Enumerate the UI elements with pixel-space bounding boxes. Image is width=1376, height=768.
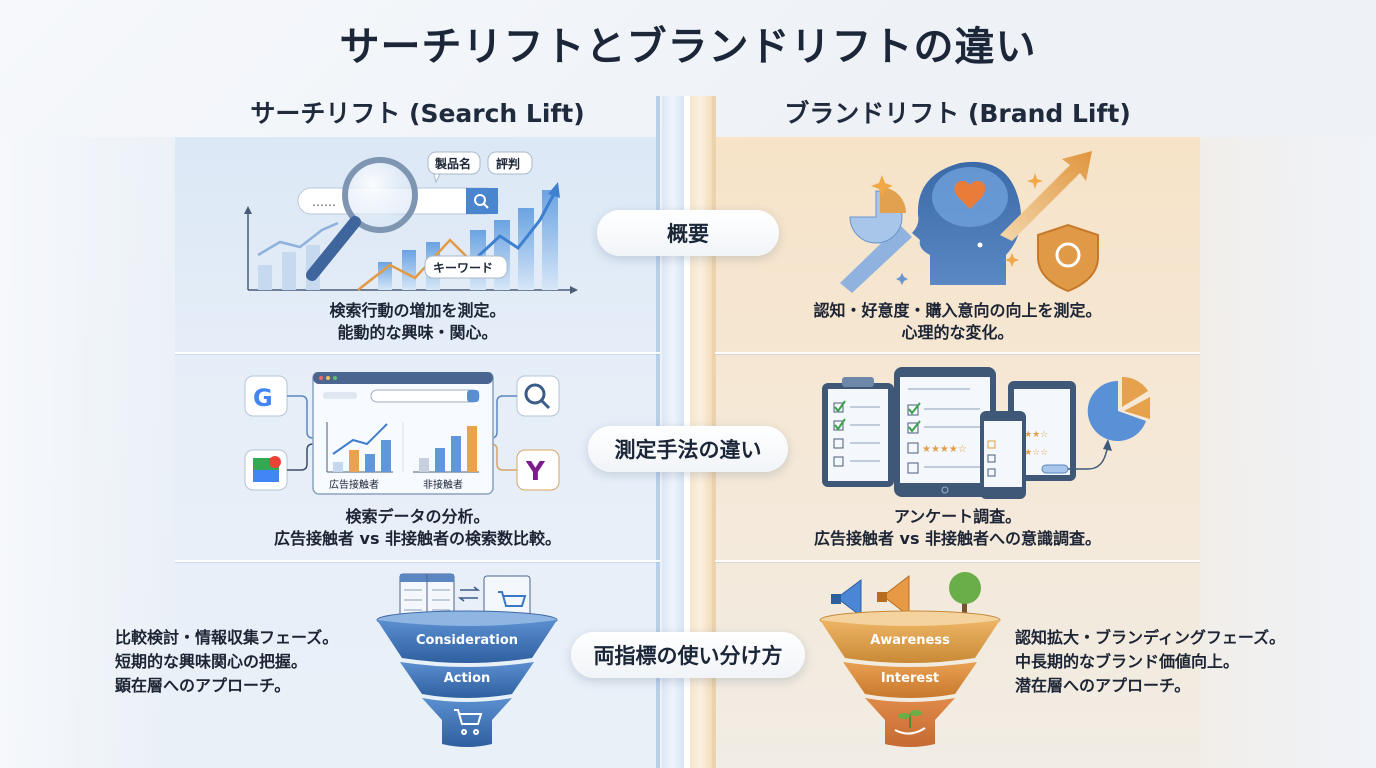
usage-line: 認知拡大・ブランディングフェーズ。 bbox=[1015, 628, 1286, 647]
tree-icon bbox=[949, 572, 981, 620]
method-line: 検索データの分析。 bbox=[345, 507, 490, 526]
search-growth-chart-icon: …… 製品名 評判 キーワード bbox=[244, 151, 578, 294]
background-fade-left bbox=[0, 137, 175, 768]
shopping-cart-icon bbox=[454, 709, 483, 735]
shopping-cart-icon bbox=[498, 591, 527, 607]
usage-line: 比較検討・情報収集フェーズ。 bbox=[115, 628, 339, 647]
row-divider bbox=[715, 352, 1200, 354]
svg-text:製品名: 製品名 bbox=[434, 156, 471, 171]
search-lift-overview-text: 検索行動の増加を測定。 能動的な興味・関心。 bbox=[175, 300, 660, 344]
svg-text:非接触者: 非接触者 bbox=[423, 478, 463, 491]
row-label-method: 測定手法の違い bbox=[588, 426, 788, 472]
overview-line: 能動的な興味・関心。 bbox=[337, 323, 498, 342]
row-divider bbox=[715, 560, 1200, 562]
google-icon: G bbox=[253, 384, 273, 412]
svg-text:Consideration: Consideration bbox=[416, 633, 518, 648]
pie-chart-icon bbox=[1087, 376, 1150, 441]
sprout-hand-icon bbox=[894, 710, 926, 735]
svg-text:キーワード: キーワード bbox=[433, 261, 493, 275]
background-fade-right bbox=[1200, 137, 1376, 768]
row-divider bbox=[175, 560, 660, 562]
brand-lift-heading: ブランドリフト (Brand Lift) bbox=[784, 99, 1131, 128]
svg-text:★★★★☆: ★★★★☆ bbox=[922, 444, 967, 455]
svg-text:Action: Action bbox=[444, 671, 491, 686]
search-lift-heading: サーチリフト (Search Lift) bbox=[250, 99, 585, 128]
usage-line: 顕在層へのアプローチ。 bbox=[115, 676, 291, 695]
row-divider bbox=[175, 352, 660, 354]
brand-lift-overview-text: 認知・好意度・購入意向の向上を測定。 心理的な変化。 bbox=[715, 300, 1200, 344]
usage-line: 短期的な興味関心の把握。 bbox=[115, 652, 308, 671]
svg-text:……: …… bbox=[312, 195, 336, 209]
page-title: サーチリフトとブランドリフトの違い bbox=[339, 24, 1037, 70]
row-label-overview: 概要 bbox=[597, 210, 779, 256]
brain-heart-icon bbox=[840, 151, 1099, 293]
brand-lift-usage-text: 認知拡大・ブランディングフェーズ。 中長期的なブランド価値向上。 潜在層へのアプ… bbox=[1015, 626, 1335, 698]
overview-line: 検索行動の増加を測定。 bbox=[329, 301, 506, 320]
method-line: アンケート調査。 bbox=[893, 507, 1022, 526]
method-line: 広告接触者 vs 非接触者の検索数比較。 bbox=[273, 529, 562, 548]
svg-text:広告接触者: 広告接触者 bbox=[329, 478, 379, 491]
usage-line: 潜在層へのアプローチ。 bbox=[1015, 676, 1191, 695]
method-line: 広告接触者 vs 非接触者への意識調査。 bbox=[813, 529, 1102, 548]
svg-text:Interest: Interest bbox=[881, 671, 939, 686]
browser-comparison-icon: G Y 広告接触者 非接触者 bbox=[244, 372, 560, 495]
svg-text:Awareness: Awareness bbox=[870, 633, 950, 648]
funnel-icon: Consideration Action bbox=[376, 573, 558, 747]
svg-text:★★☆☆: ★★☆☆ bbox=[1016, 448, 1048, 458]
overview-line: 認知・好意度・購入意向の向上を測定。 bbox=[813, 301, 1102, 320]
svg-text:評判: 評判 bbox=[496, 156, 520, 171]
usage-line: 中長期的なブランド価値向上。 bbox=[1015, 652, 1240, 671]
magnifier-icon bbox=[524, 383, 546, 405]
funnel-icon: Awareness Interest bbox=[819, 572, 1001, 747]
clipboard-icon bbox=[842, 377, 874, 387]
search-lift-method-text: 検索データの分析。 広告接触者 vs 非接触者の検索数比較。 bbox=[175, 506, 660, 550]
svg-text:★★★☆: ★★★☆ bbox=[1016, 430, 1048, 440]
row-label-usage: 両指標の使い分け方 bbox=[571, 632, 805, 678]
survey-devices-icon: ★★★★☆ ★★★☆ ★★☆☆ bbox=[822, 367, 1150, 499]
yahoo-icon: Y bbox=[525, 457, 546, 487]
brand-lift-method-text: アンケート調査。 広告接触者 vs 非接触者への意識調査。 bbox=[715, 506, 1200, 550]
overview-line: 心理的な変化。 bbox=[901, 323, 1014, 342]
megaphone-icon bbox=[831, 574, 910, 618]
search-lift-usage-text: 比較検討・情報収集フェーズ。 短期的な興味関心の把握。 顕在層へのアプローチ。 bbox=[115, 626, 395, 698]
